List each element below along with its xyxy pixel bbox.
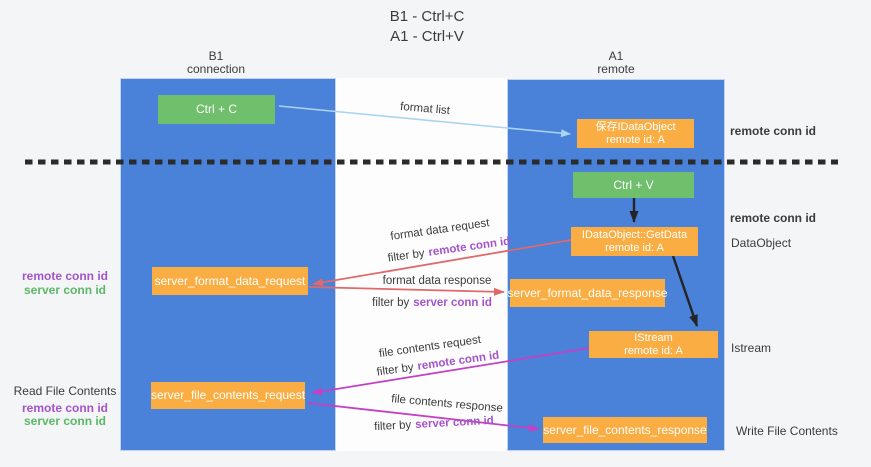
server-file-contents-request-label: server_file_contents_request bbox=[150, 388, 306, 402]
server-format-data-response-box: server_format_data_response bbox=[507, 279, 668, 307]
ctrl-v-box: Ctrl + V bbox=[573, 172, 694, 198]
remote-conn-id-left-mid: remote conn id bbox=[21, 269, 108, 283]
server-format-data-response-label: server_format_data_response bbox=[507, 285, 668, 300]
server-format-data-request-label: server_format_data_request bbox=[154, 273, 306, 288]
save-idataobject-box: 保存IDataObject remote id: A bbox=[577, 119, 694, 148]
remote-conn-id-side-mid: remote conn id bbox=[730, 211, 817, 225]
server-file-contents-request-box: server_file_contents_request bbox=[151, 382, 305, 409]
left-column-subtitle: connection bbox=[186, 62, 246, 76]
format-data-response-label: format data response bbox=[382, 275, 492, 287]
getdata-line2: remote id: A bbox=[605, 241, 664, 254]
server-conn-id-left-mid: server conn id bbox=[23, 283, 107, 297]
istream-line2: remote id: A bbox=[624, 344, 683, 357]
save-idataobject-line2: remote id: A bbox=[606, 133, 665, 146]
filter-by-text-2: filter by bbox=[372, 297, 410, 309]
right-column-name: A1 bbox=[608, 49, 624, 63]
getdata-line1: IDataObject::GetData bbox=[581, 228, 688, 241]
ctrl-c-box: Ctrl + C bbox=[158, 95, 275, 124]
idataobject-getdata-box: IDataObject::GetData remote id: A bbox=[571, 227, 698, 256]
server-file-contents-response-label: server_file_contents_response bbox=[543, 422, 707, 437]
right-column-header: A1 remote bbox=[516, 50, 716, 76]
remote-conn-id-side-top: remote conn id bbox=[730, 124, 817, 138]
read-file-contents-label: Read File Contents bbox=[13, 384, 117, 398]
server-conn-id-left-bottom: server conn id bbox=[23, 414, 107, 428]
remote-conn-id-left-bottom: remote conn id bbox=[21, 401, 108, 415]
dataobject-side-label: DataObject bbox=[731, 236, 792, 250]
filter-by-text-4: filter by bbox=[373, 419, 412, 434]
left-column-header: B1 connection bbox=[116, 50, 316, 76]
server-conn-id-text-1: server conn id bbox=[413, 297, 492, 309]
left-column-name: B1 bbox=[208, 49, 224, 63]
server-file-contents-response-box: server_file_contents_response bbox=[543, 417, 707, 443]
server-format-data-request-box: server_format_data_request bbox=[152, 267, 308, 295]
istream-box: IStream remote id: A bbox=[589, 331, 718, 358]
right-column-subtitle: remote bbox=[597, 62, 635, 76]
diagram-title-line1: B1 - Ctrl+C bbox=[389, 8, 465, 25]
ctrl-v-label: Ctrl + V bbox=[613, 177, 654, 192]
save-idataobject-line1: 保存IDataObject bbox=[595, 120, 676, 133]
diagram-title-line2: A1 - Ctrl+V bbox=[390, 28, 464, 45]
ctrl-c-label: Ctrl + C bbox=[195, 102, 237, 116]
istream-line1: IStream bbox=[634, 331, 673, 344]
write-file-contents-label: Write File Contents bbox=[736, 424, 838, 438]
istream-side-label: Istream bbox=[731, 341, 772, 355]
